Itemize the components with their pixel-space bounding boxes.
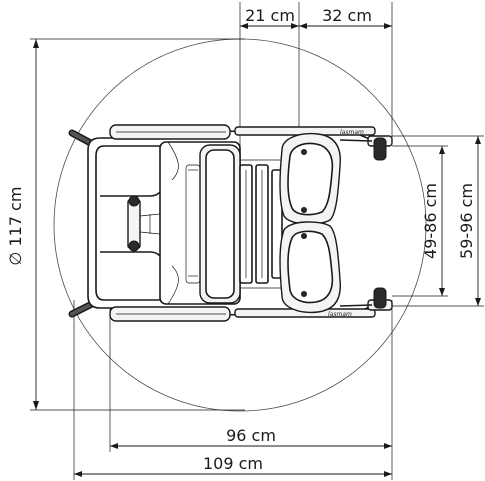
seat-slats <box>239 164 283 284</box>
offset-32-label: 32 cm <box>322 6 372 25</box>
offset-21-label: 21 cm <box>245 6 295 25</box>
footrest-top <box>279 132 341 225</box>
wheelchair-top-view: lasmam lasmam <box>68 124 393 322</box>
inner-width-label: 49-86 cm <box>421 183 440 259</box>
diameter-label: ∅ 117 cm <box>6 186 25 265</box>
outer-width-label: 59-96 cm <box>457 183 476 259</box>
front-right-top-caster <box>367 135 393 161</box>
dimension-lines <box>30 2 484 480</box>
length-109-label: 109 cm <box>203 454 263 473</box>
front-right-bottom-caster <box>367 287 393 311</box>
brand-mark-bottom: lasmam <box>328 311 352 318</box>
footrest-bottom <box>279 221 341 314</box>
length-96-label: 96 cm <box>226 426 276 445</box>
brand-mark-top: lasmam <box>340 129 364 136</box>
